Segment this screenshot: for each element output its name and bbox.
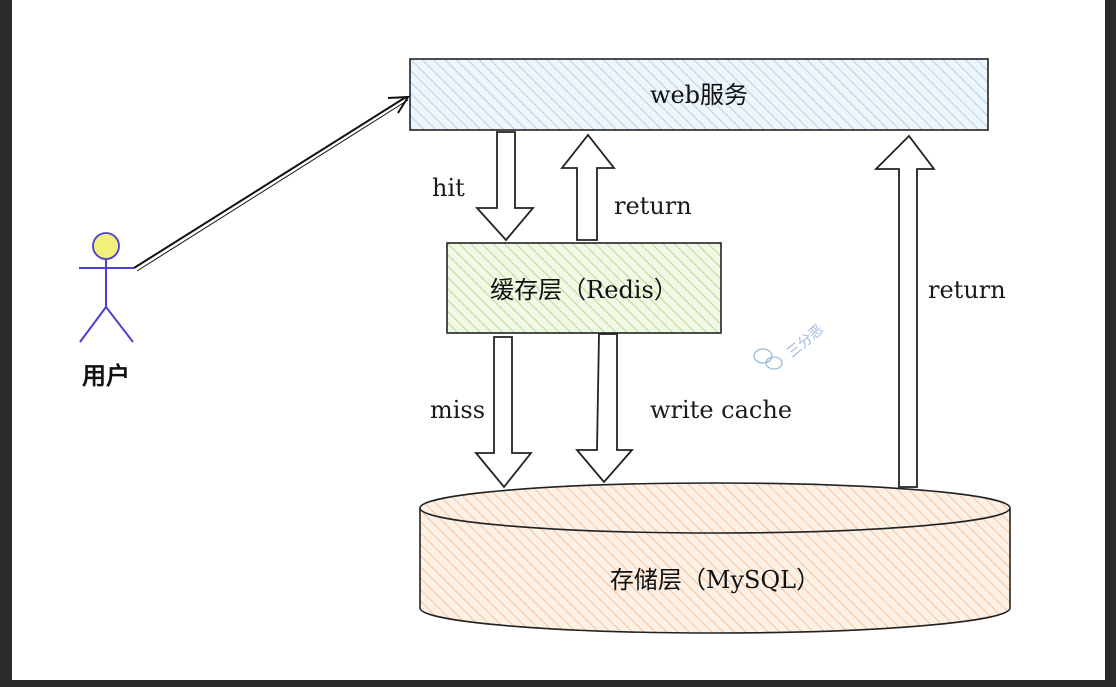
database-node: 存储层（MySQL）	[419, 482, 1011, 634]
web-service-label: web服务	[650, 81, 748, 109]
write-cache-label: write cache	[650, 396, 792, 424]
watermark-text: 三分恶	[784, 322, 826, 361]
user-request-arrow	[133, 95, 410, 272]
hit-arrow	[474, 131, 535, 242]
cache-label: 缓存层（Redis）	[490, 276, 678, 304]
actor-label: 用户	[82, 362, 130, 390]
watermark: 三分恶	[753, 322, 827, 370]
write-cache-arrow	[575, 333, 634, 484]
return-cache-arrow	[560, 133, 616, 241]
database-body	[419, 508, 1011, 634]
web-service-node: web服务	[409, 58, 989, 131]
return-db-arrow	[873, 134, 936, 488]
actor-left-leg	[79, 306, 107, 343]
actor-head	[92, 232, 120, 260]
miss-arrow	[474, 336, 533, 489]
return-db-label: return	[928, 276, 1006, 304]
miss-label: miss	[430, 396, 485, 424]
wechat-icon	[753, 348, 783, 370]
cache-box	[446, 242, 722, 334]
user-actor: 用户	[79, 232, 134, 390]
actor-right-leg	[105, 306, 134, 343]
hit-label: hit	[432, 174, 465, 202]
database-label: 存储层（MySQL）	[610, 566, 820, 594]
web-service-box	[409, 58, 989, 131]
cache-node: 缓存层（Redis）	[446, 242, 722, 334]
database-top	[419, 482, 1011, 534]
return-cache-label: return	[614, 192, 692, 220]
